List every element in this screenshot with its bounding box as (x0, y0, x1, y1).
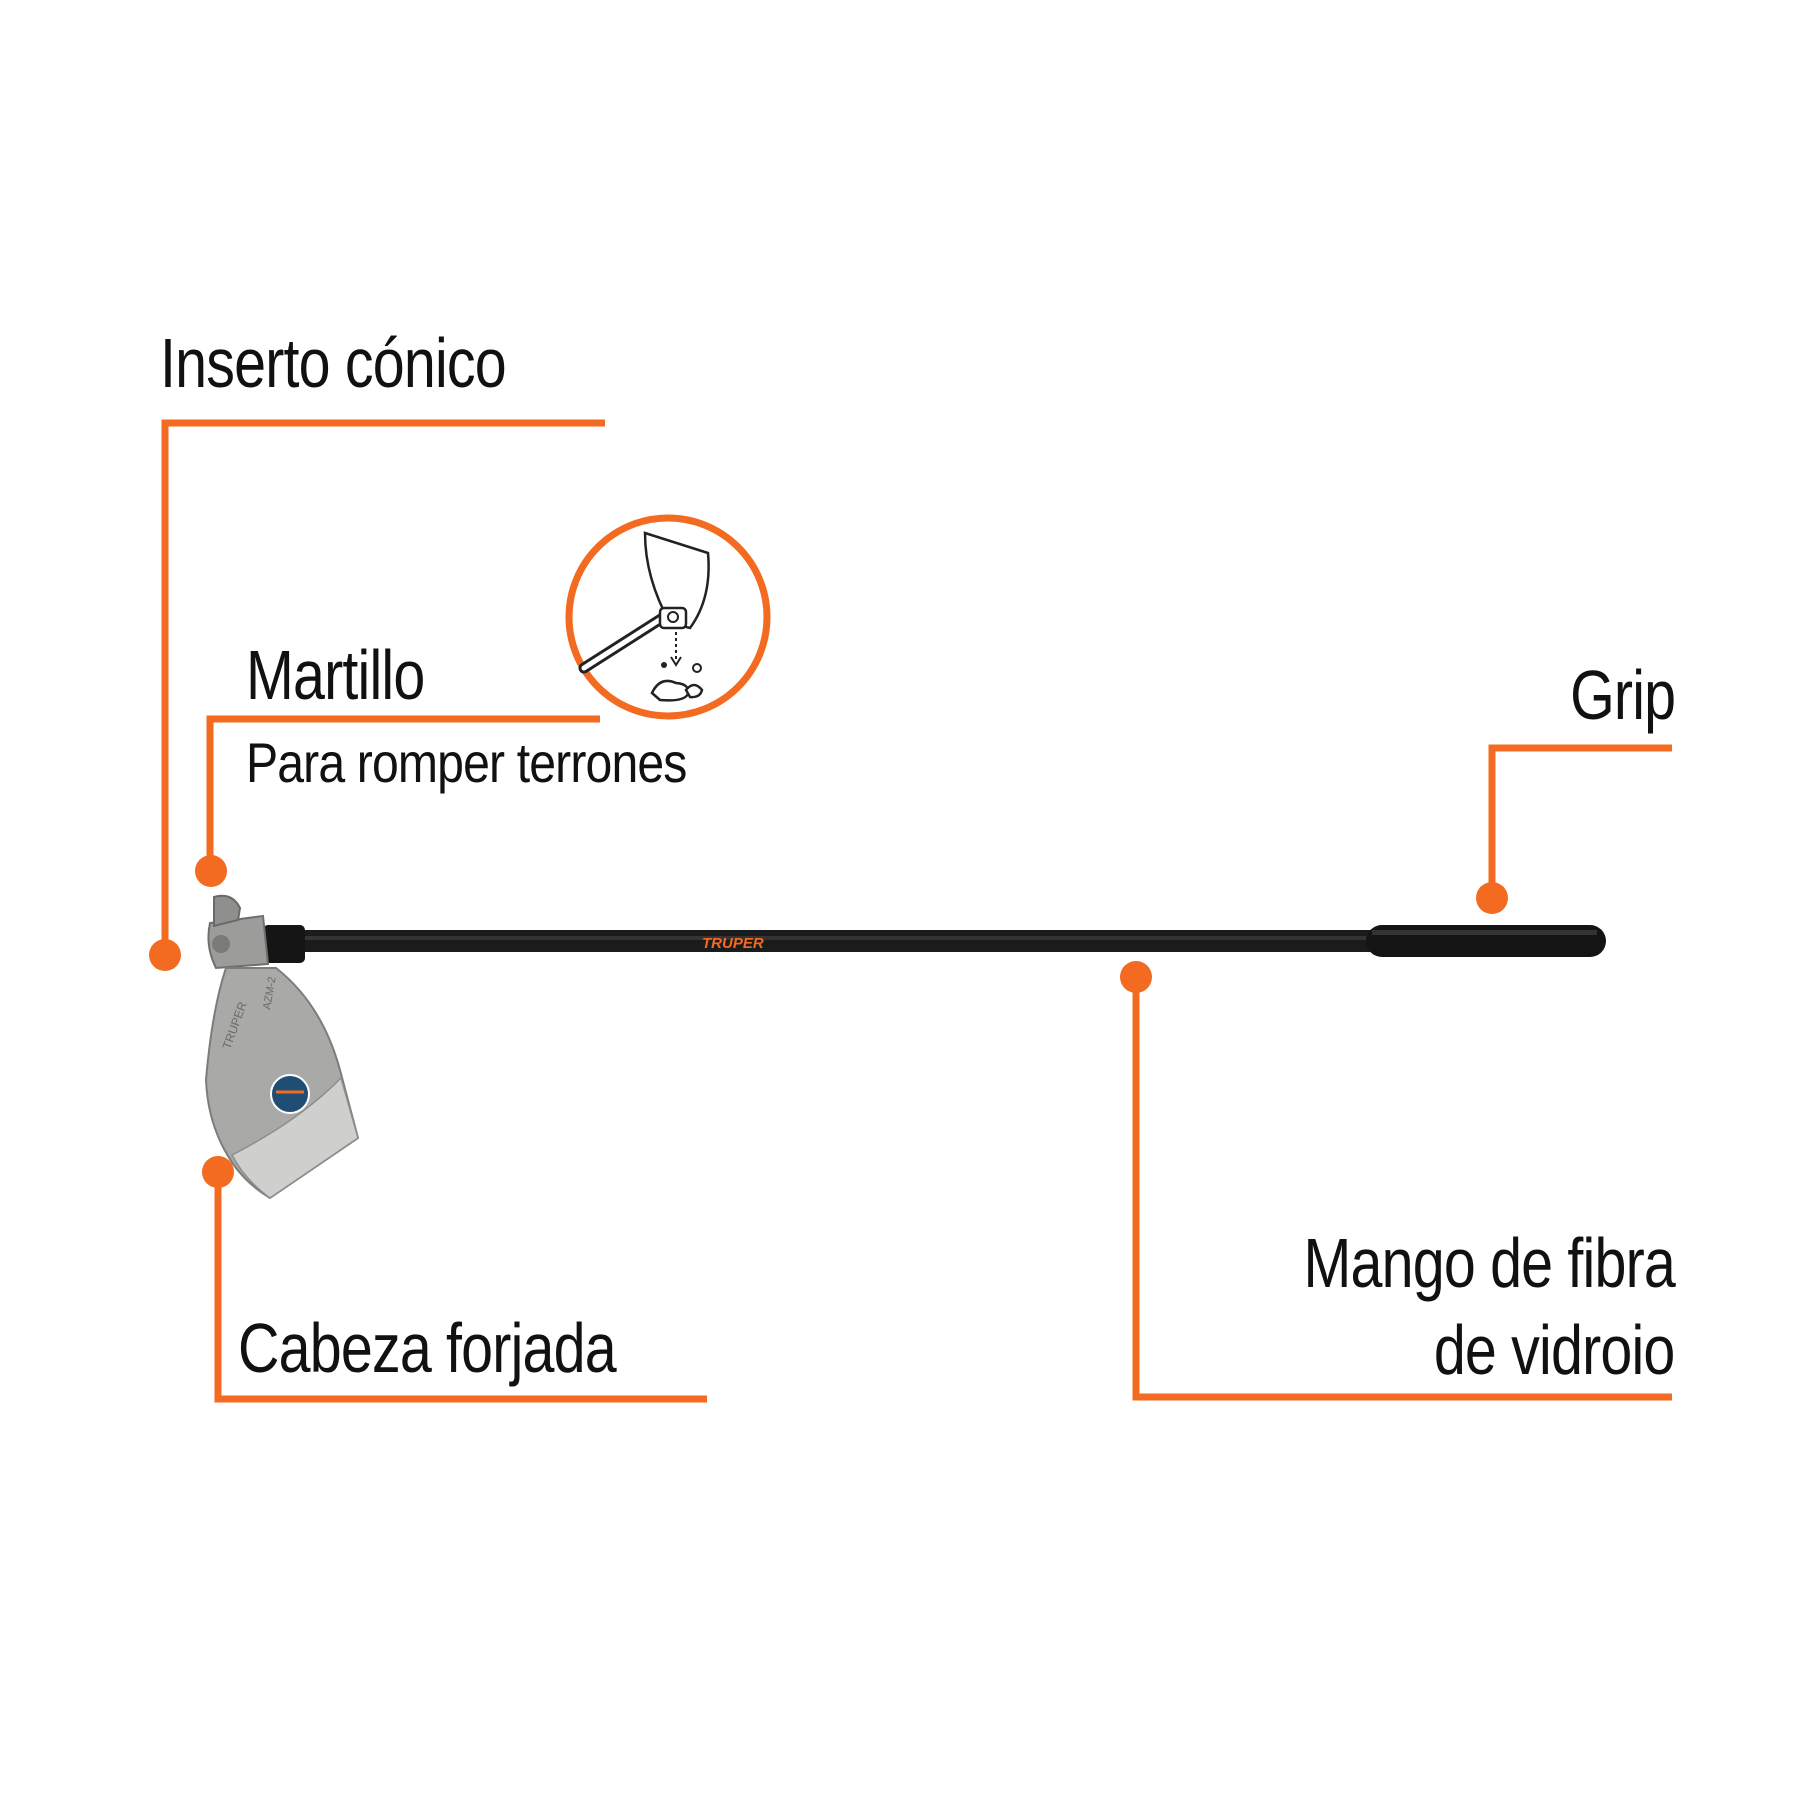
blade-sticker (270, 1074, 310, 1114)
svg-text:AZM-2: AZM-2 (261, 976, 279, 1011)
grip-leader-line (1488, 744, 1672, 890)
mango-leader-line (1132, 985, 1672, 1401)
grip-label: Grip (1569, 656, 1676, 734)
handle-ferrule (263, 925, 305, 963)
cabeza-leader-line (214, 1170, 707, 1403)
blade-edge (230, 1076, 359, 1199)
handle-grip (1366, 925, 1606, 957)
martillo-label: Martillo (246, 636, 425, 714)
mango-dot (1120, 961, 1152, 993)
cabeza-dot (202, 1156, 234, 1188)
handle-brand-text: TRUPER (702, 935, 764, 952)
inserto-label: Inserto cónico (160, 324, 507, 402)
inserto-dot (149, 939, 181, 971)
martillo-dot (195, 855, 227, 887)
head-collar (207, 914, 270, 970)
hammer-illustration-icon (565, 514, 771, 720)
martillo-sublabel: Para romper terrones (246, 731, 687, 794)
mango-label-line1: Mango de fibra (1303, 1224, 1676, 1302)
handle-shaft (300, 930, 1380, 952)
conical-insert (213, 894, 242, 928)
martillo-leader-line (206, 715, 600, 860)
inserto-leader-line (161, 419, 605, 940)
grip-dot (1476, 882, 1508, 914)
cabeza-label: Cabeza forjada (238, 1309, 617, 1387)
hoe-tool: TRUPER AZM-2 TRUPER (204, 894, 1606, 1200)
mango-label-line2: de vidroio (1434, 1311, 1676, 1389)
